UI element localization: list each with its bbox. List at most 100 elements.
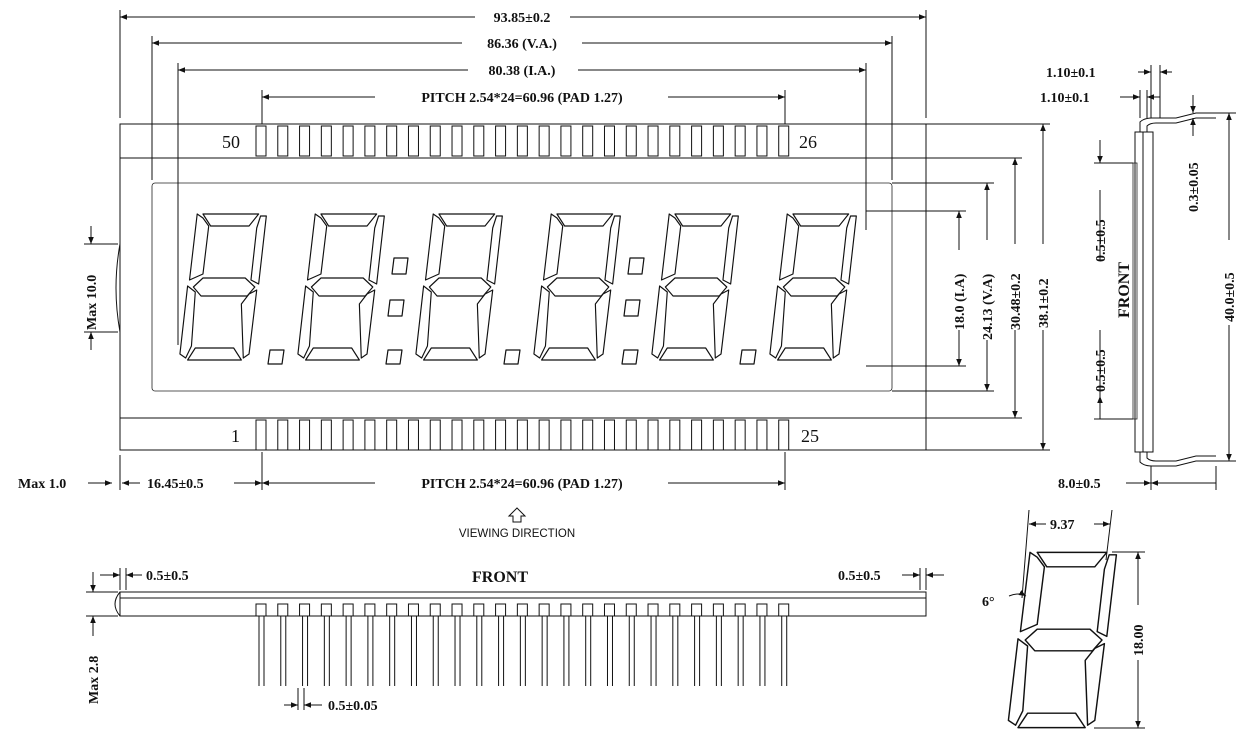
pad-top xyxy=(538,125,550,157)
pad-bottom xyxy=(364,419,376,451)
digit xyxy=(651,213,739,361)
pad-top xyxy=(342,125,354,157)
dim-outline-width: 93.85±0.2 xyxy=(494,11,551,26)
side-body xyxy=(1134,131,1154,453)
dim-ia-width: 80.38 (I.A.) xyxy=(489,64,556,79)
dim-pitch-top: PITCH 2.54*24=60.96 (PAD 1.27) xyxy=(421,91,623,106)
dim-glass-height: 30.48±0.2 xyxy=(1009,273,1024,330)
pad-bottom xyxy=(342,419,354,451)
front-pin-pad xyxy=(712,603,724,617)
pads-top-row xyxy=(255,125,790,157)
dim-pin-thickness: 0.3±0.05 xyxy=(1187,162,1202,212)
viewing-direction-label: VIEWING DIRECTION xyxy=(459,528,575,540)
front-pin-pad xyxy=(560,603,572,617)
front-pin-pad xyxy=(299,603,311,617)
pad-bottom xyxy=(669,419,681,451)
pad-top xyxy=(495,125,507,157)
pad-bottom xyxy=(691,419,703,451)
front-pin-pad xyxy=(538,603,550,617)
pad-top xyxy=(429,125,441,157)
dim-front-left-gap: 0.5±0.5 xyxy=(146,569,189,584)
front-pin-pad xyxy=(495,603,507,617)
pad-bottom xyxy=(473,419,485,451)
pad-top xyxy=(560,125,572,157)
pad-top xyxy=(669,125,681,157)
digit xyxy=(415,213,503,361)
dim-max-left: Max 1.0 xyxy=(18,477,66,492)
digit xyxy=(179,213,267,361)
front-pin-pad xyxy=(429,603,441,617)
dim-gap-bottom: 0.5±0.5 xyxy=(1094,349,1109,392)
dim-pitch-bottom: PITCH 2.54*24=60.96 (PAD 1.27) xyxy=(421,477,623,492)
seven-segment-digits xyxy=(179,213,857,365)
pad-bottom xyxy=(560,419,572,451)
front-label: FRONT xyxy=(472,569,528,586)
front-pin-pad xyxy=(342,603,354,617)
digit-detail: 9.37 6° 18.00 xyxy=(982,509,1147,729)
pad-bottom xyxy=(625,419,637,451)
dim-gap-top: 0.5±0.5 xyxy=(1094,219,1109,262)
front-pin-pad xyxy=(386,603,398,617)
dim-pin-1: 1.10±0.1 xyxy=(1046,66,1096,81)
viewing-area xyxy=(151,182,893,392)
pad-top xyxy=(778,125,790,157)
digit xyxy=(769,213,857,361)
pad-bottom xyxy=(712,419,724,451)
decimal-point xyxy=(621,349,639,365)
dim-total-height: 40.0±0.5 xyxy=(1223,272,1238,322)
pad-bottom xyxy=(407,419,419,451)
front-pin-pad xyxy=(364,603,376,617)
pin-label-25: 25 xyxy=(801,426,819,446)
side-view: FRONT 1.10±0.1 1.10±0.1 0.3±0.05 0.5±0.5… xyxy=(1040,65,1238,492)
front-pin-pad xyxy=(647,603,659,617)
dim-front-max-height: Max 2.8 xyxy=(87,656,102,704)
viewing-arrow-icon xyxy=(507,507,527,523)
digit xyxy=(533,213,621,361)
pad-bottom xyxy=(320,419,332,451)
front-pin-pad xyxy=(734,603,746,617)
pad-top xyxy=(691,125,703,157)
pad-top xyxy=(320,125,332,157)
pad-bottom xyxy=(516,419,528,451)
pads-bottom-row xyxy=(255,419,790,451)
viewing-direction: VIEWING DIRECTION xyxy=(459,507,575,540)
dim-digit-height: 18.00 xyxy=(1132,625,1147,657)
dim-outline-height: 38.1±0.2 xyxy=(1037,278,1052,328)
colon-dot xyxy=(627,257,645,275)
dim-digit-slant: 6° xyxy=(982,595,995,610)
pad-bottom xyxy=(538,419,550,451)
decimal-point xyxy=(503,349,521,365)
pad-top xyxy=(625,125,637,157)
pad-bottom xyxy=(255,419,267,451)
pad-bottom xyxy=(603,419,615,451)
front-pin-pad xyxy=(691,603,703,617)
front-pin-pad xyxy=(255,603,267,617)
pad-bottom xyxy=(277,419,289,451)
pad-top xyxy=(582,125,594,157)
dim-depth: 8.0±0.5 xyxy=(1058,477,1101,492)
colon-dot xyxy=(391,257,409,275)
colon-dot xyxy=(387,299,405,317)
pad-top xyxy=(407,125,419,157)
pad-bottom xyxy=(495,419,507,451)
pad-top xyxy=(516,125,528,157)
front-pin-pad xyxy=(625,603,637,617)
dim-pin-width: 0.5±0.05 xyxy=(328,699,378,714)
front-pin-pad xyxy=(603,603,615,617)
front-pin-pad xyxy=(516,603,528,617)
dim-digit-width: 9.37 xyxy=(1050,518,1075,533)
pad-bottom xyxy=(778,419,790,451)
dim-va-width: 86.36 (V.A.) xyxy=(487,37,557,52)
pin-label-26: 26 xyxy=(799,132,817,152)
pad-top xyxy=(756,125,768,157)
digit xyxy=(297,213,385,361)
decimal-point xyxy=(739,349,757,365)
front-pins xyxy=(255,603,790,686)
pad-top xyxy=(277,125,289,157)
dim-left-offset: 16.45±0.5 xyxy=(147,477,204,492)
pad-bottom xyxy=(299,419,311,451)
pad-bottom xyxy=(647,419,659,451)
pad-bottom xyxy=(386,419,398,451)
dim-ia-height: 18.0 (I.A) xyxy=(953,273,968,330)
